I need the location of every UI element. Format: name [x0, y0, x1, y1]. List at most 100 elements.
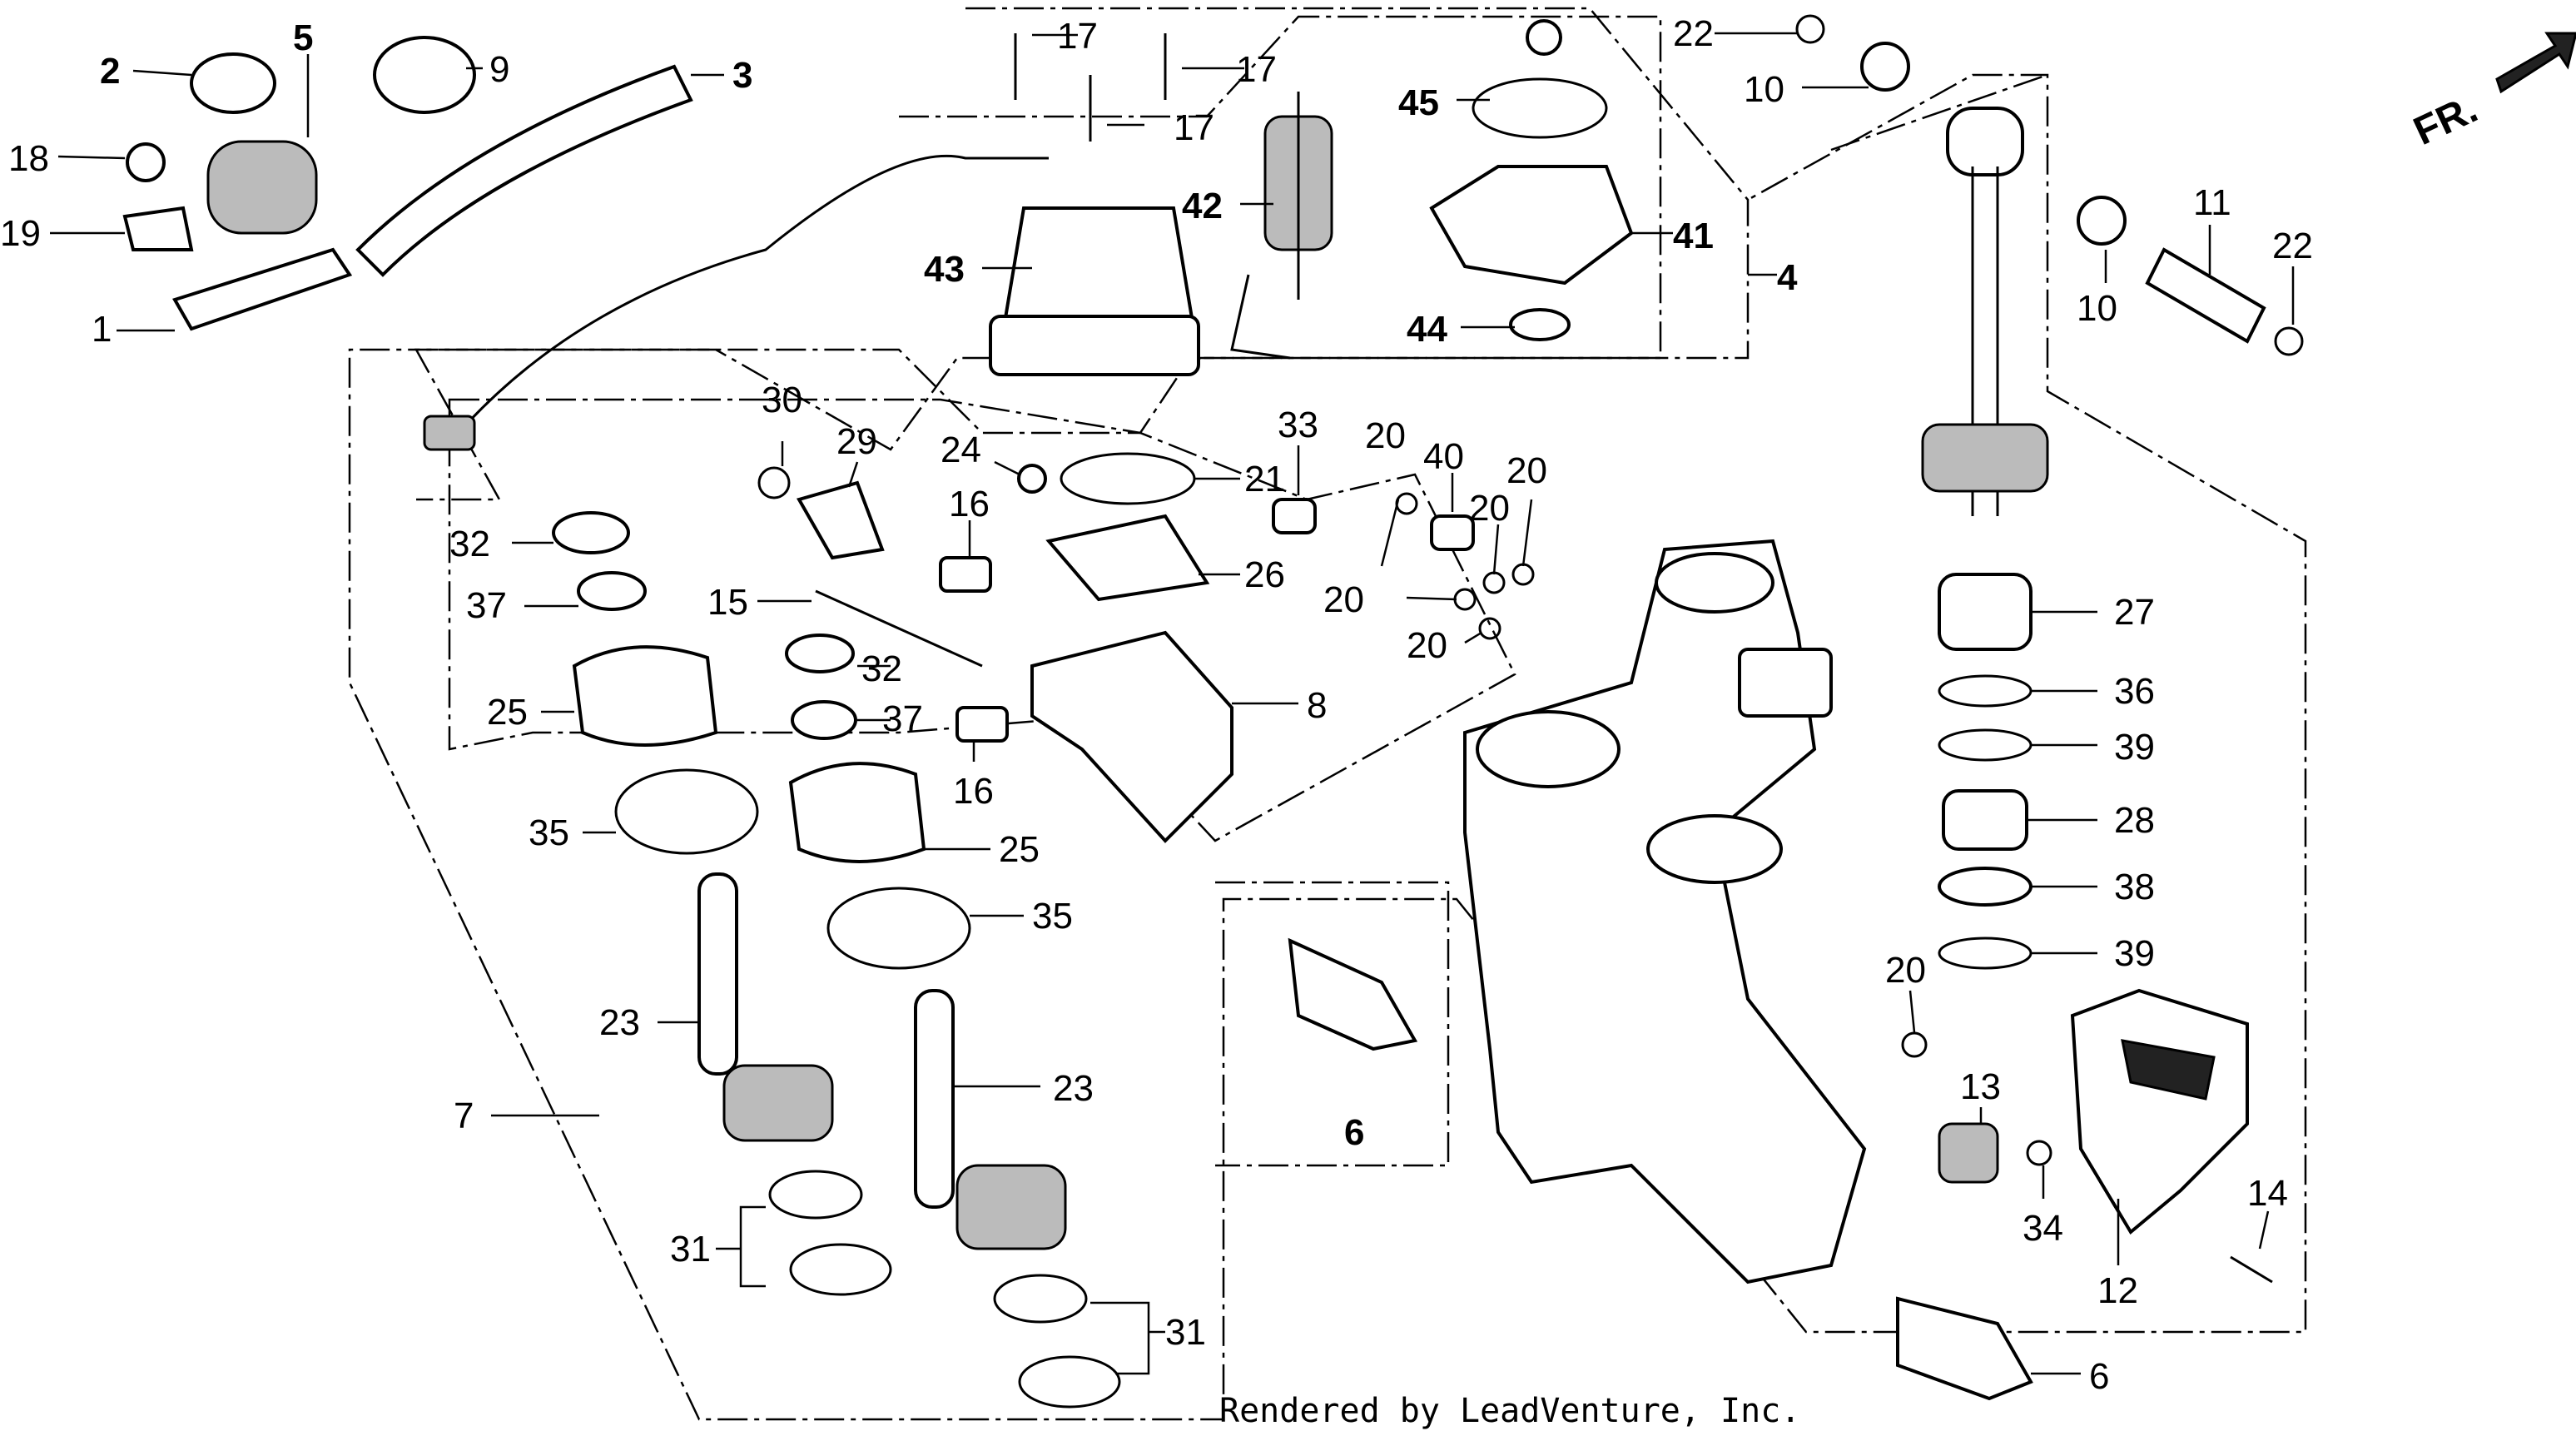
callout-13: 13: [1960, 1066, 2001, 1107]
callout-3: 3: [732, 55, 752, 96]
front-direction-indicator: [2495, 32, 2576, 94]
clip-part-18: [126, 142, 166, 182]
rod-part-23a: [697, 872, 738, 1076]
tilt-rod-subassembly-boundary: [1830, 73, 2048, 152]
callout-4: 4: [1777, 257, 1798, 298]
direction-label: FR.: [2407, 87, 2484, 154]
ring-part-35a: [614, 768, 759, 855]
piston-part-27: [1938, 573, 2033, 651]
valve-part-29: [796, 480, 885, 560]
brush-holder: [1230, 274, 1291, 360]
collar-part-10a: [1860, 42, 1910, 92]
seal-part-44: [1509, 308, 1571, 341]
cap-part-25a: [572, 645, 718, 747]
pump-subassembly-boundary: [448, 398, 1516, 842]
leader-20f: [1908, 990, 1916, 1033]
callout-6a: 6: [1344, 1112, 1364, 1153]
callout-20e: 20: [1407, 625, 1447, 666]
end-cap-part-41: [1429, 165, 1634, 286]
leader-18: [57, 155, 126, 160]
callout-31b: 31: [1165, 1312, 1206, 1353]
callout-32a: 32: [449, 524, 490, 564]
cylinder-bore-top: [1655, 552, 1774, 614]
callout-10b: 10: [2077, 288, 2117, 329]
leader-20d: [1406, 596, 1457, 601]
cap-part-top: [1526, 19, 1562, 56]
motor-cable: [464, 154, 1049, 426]
plug-part-13: [1938, 1122, 1999, 1184]
callout-20c: 20: [1506, 450, 1547, 491]
callout-14: 14: [2247, 1173, 2288, 1214]
reservoir-group: [1938, 988, 2273, 1284]
hose-part-3: [355, 64, 693, 277]
callout-18: 18: [8, 138, 49, 179]
ring-part-30: [757, 466, 791, 499]
part-drawings: [122, 14, 2576, 1409]
callout-17c: 17: [1174, 107, 1214, 148]
oring-part-20f: [1901, 1031, 1928, 1058]
pump-parts-group: [757, 452, 1475, 843]
collar-part-10b: [2077, 196, 2127, 246]
bushing-part-6a: [1288, 937, 1418, 1051]
callout-37b: 37: [882, 698, 923, 739]
cylinder-subassembly-boundary: [1215, 881, 1450, 1167]
ring-part-36: [1938, 674, 2033, 708]
callout-41: 41: [1673, 216, 1714, 256]
callout-16b: 16: [953, 771, 994, 812]
callout-22b: 22: [2272, 226, 2313, 266]
callout-25b: 25: [999, 829, 1040, 870]
filter-part-24: [1017, 464, 1047, 494]
callout-28: 28: [2114, 800, 2155, 841]
tilt-rod-group: [1921, 107, 2049, 970]
seal-part-32b: [785, 634, 855, 673]
oring-part-21: [1060, 452, 1196, 505]
leader-14: [2258, 1210, 2270, 1250]
cylinder-bore-right: [1646, 814, 1783, 884]
clamp-part-19: [122, 206, 194, 251]
callout-19: 19: [0, 213, 41, 254]
callout-40: 40: [1423, 436, 1464, 477]
callout-21: 21: [1244, 459, 1285, 499]
cylinder-bore-left: [1476, 710, 1621, 788]
callout-7: 7: [454, 1096, 474, 1136]
callout-38: 38: [2114, 867, 2155, 907]
callout-labels: 2 5 9 3 18 19 1 17 17 17 43 42 45 41 44 …: [0, 13, 2484, 1397]
callout-39b: 39: [2114, 933, 2155, 974]
left-cylinder-parts: [552, 511, 1121, 1409]
ring-part-31b: [789, 1243, 892, 1296]
oring-part-45: [1472, 77, 1608, 139]
leader-20c: [1521, 499, 1533, 567]
bushings-6: [1288, 937, 2033, 1401]
clip-part-22b: [2274, 326, 2304, 356]
callout-33: 33: [1278, 405, 1318, 445]
oring-part-20e: [1478, 617, 1501, 640]
cylinder-port: [1738, 648, 1833, 718]
leader-20b: [1492, 524, 1500, 575]
fitting-part-16b: [955, 706, 1009, 743]
pin-group-right: [1795, 14, 2304, 356]
callout-9: 9: [489, 49, 509, 90]
piston-part-23a: [722, 1064, 834, 1142]
callout-1: 1: [92, 309, 112, 350]
leader-31a: [739, 1205, 766, 1288]
oring-part-20d: [1453, 588, 1477, 611]
assembly-boundaries: [348, 7, 2307, 1421]
rod-eye: [1946, 107, 2024, 176]
pin-part-11: [2145, 247, 2266, 344]
callout-31a: 31: [670, 1229, 711, 1270]
callout-20b: 20: [1469, 488, 1510, 529]
callout-5: 5: [293, 17, 313, 58]
callout-36: 36: [2114, 671, 2155, 712]
callout-29: 29: [836, 421, 877, 462]
reservoir-part-12: [2070, 988, 2249, 1235]
leader-20a: [1380, 499, 1400, 567]
front-arrow-icon: [2495, 32, 2576, 94]
callout-42: 42: [1182, 186, 1223, 226]
callout-16a: 16: [949, 484, 990, 524]
clamp-part-2: [190, 52, 276, 114]
leader-29: [847, 461, 859, 488]
bushing-part-6b: [1896, 1296, 2033, 1401]
callout-35a: 35: [529, 812, 569, 853]
ring-part-31c: [993, 1274, 1088, 1324]
grommet-part-5: [206, 140, 318, 235]
